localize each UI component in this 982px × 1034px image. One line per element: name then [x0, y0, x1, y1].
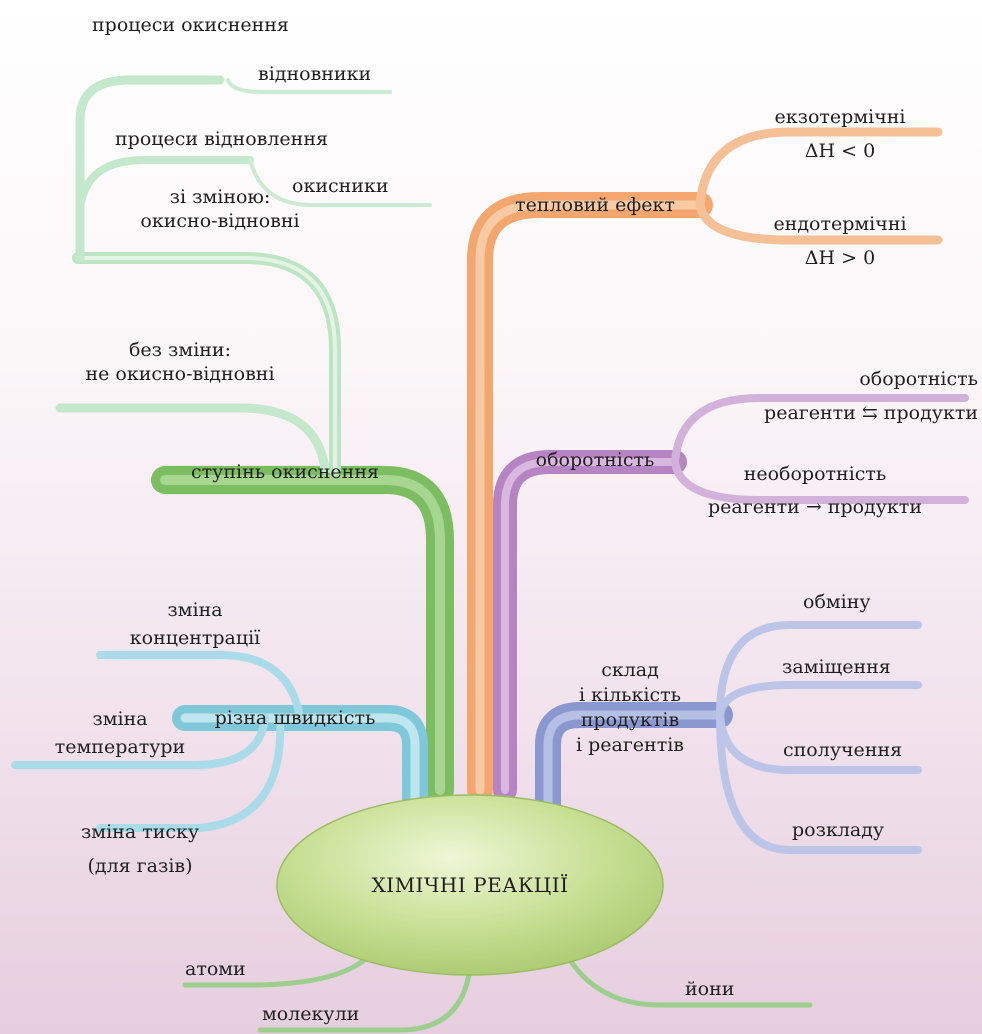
thermal-effect-label: тепловий ефект	[515, 194, 675, 216]
reversibility-branch-lines	[493, 394, 969, 802]
oxidation-processes-label: процеси окиснення	[92, 14, 289, 36]
exothermic-label: екзотермічні ΔH < 0	[774, 106, 906, 162]
concentration-label: зміна концентрації	[129, 599, 261, 649]
center-label: ХІМІЧНІ РЕАКЦІЇ	[371, 873, 569, 897]
ions-label: йони	[685, 978, 735, 1000]
endothermic-label: ендотермічні ΔH > 0	[773, 213, 907, 269]
temperature-label: зміна температури	[54, 708, 186, 758]
irreversible-label: необоротність реагенти → продукти	[708, 463, 922, 518]
reversible-label: оборотність реагенти ⇆ продукти	[764, 368, 978, 424]
rate-label: різна швидкість	[214, 707, 376, 729]
atoms-label: атоми	[185, 958, 246, 980]
rate-branch-lines	[11, 651, 428, 843]
composition-label: склад і кількість продуктів і реагентів	[576, 659, 684, 756]
pressure-label: зміна тиску (для газів)	[80, 821, 200, 877]
thermal-branch-lines	[467, 127, 943, 803]
reduction-processes-label: процеси відновлення	[115, 128, 328, 150]
decomposition-label: розкладу	[792, 819, 885, 841]
reducers-label: відновники	[258, 63, 372, 85]
substitution-label: заміщення	[782, 656, 891, 678]
combination-label: сполучення	[783, 739, 903, 761]
center-node[interactable]	[276, 794, 664, 976]
with-change-label: зі зміною: окисно-відновні	[140, 186, 300, 232]
composition-branch-lines	[535, 621, 922, 854]
oxidizers-label: окисники	[292, 175, 389, 197]
particles-branch-lines	[182, 952, 813, 1033]
oxidation-state-label: ступінь окиснення	[191, 461, 379, 483]
molecules-label: молекули	[262, 1003, 360, 1025]
reversibility-label: оборотність	[535, 449, 655, 471]
without-change-label: без зміни: не окисно-відновні	[85, 339, 275, 385]
oxidation-branch-lines	[55, 75, 454, 804]
exchange-label: обміну	[803, 591, 871, 613]
